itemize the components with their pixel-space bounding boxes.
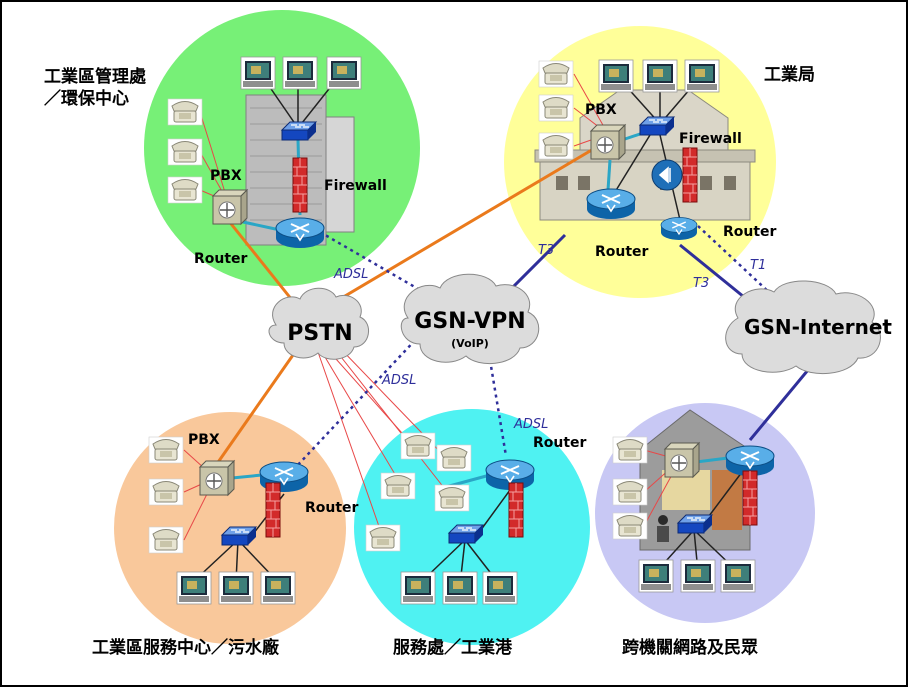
firewall-icon	[508, 482, 524, 538]
adsl-label: ADSL	[381, 373, 416, 388]
phone-icon	[436, 444, 472, 472]
site-label-industrial-zone: 工業區管理處	[44, 66, 147, 87]
person-icon	[657, 515, 669, 542]
gsn-internet-cloud	[725, 280, 881, 375]
router-label: Router	[533, 435, 587, 451]
phone-icon	[538, 132, 574, 160]
firewall-icon	[265, 482, 281, 538]
t3-label: T3	[538, 243, 554, 258]
firewall-label: Firewall	[324, 178, 387, 194]
gsn-internet-label: GSN-Internet	[744, 315, 892, 339]
adsl-label: ADSL	[513, 417, 548, 432]
workstation-icon	[638, 559, 674, 593]
workstation-icon	[282, 56, 318, 90]
site-label-service-center: 工業區服務中心／污水廠	[92, 637, 280, 658]
workstation-icon	[720, 559, 756, 593]
router-icon	[660, 216, 698, 241]
phone-icon	[400, 432, 436, 460]
gsn-vpn-label: GSN-VPN	[414, 309, 525, 334]
firewall-label: Firewall	[679, 131, 742, 147]
gsn-vpn-sublabel: (VoIP)	[451, 337, 489, 350]
phone-icon	[538, 94, 574, 122]
router-label: Router	[194, 251, 248, 267]
workstation-icon	[218, 571, 254, 605]
pbx-icon	[664, 442, 700, 478]
site-label-bureau: 工業局	[764, 64, 815, 85]
phone-icon	[167, 98, 203, 126]
router-label: Router	[305, 500, 359, 516]
phone-icon	[612, 478, 648, 506]
house-icon	[639, 409, 751, 551]
pbx-icon	[590, 124, 626, 160]
workstation-icon	[240, 56, 276, 90]
site-label-service-office: 服務處／工業港	[393, 637, 513, 658]
t3-label: T3	[693, 276, 709, 291]
phone-icon	[538, 60, 574, 88]
site-label-industrial-zone-line2: ／環保中心	[44, 88, 129, 109]
phone-icon	[612, 436, 648, 464]
gsn-vpn-cloud	[400, 273, 540, 365]
pbx-label: PBX	[210, 168, 242, 184]
router-label: Router	[723, 224, 777, 240]
workstation-icon	[400, 571, 436, 605]
pbx-label: PBX	[585, 102, 617, 118]
phone-icon	[148, 436, 184, 464]
pbx-icon	[212, 189, 248, 225]
firewall-icon	[292, 157, 308, 213]
router-icon	[275, 217, 325, 249]
adsl-label: ADSL	[333, 267, 368, 282]
firewall-icon	[742, 470, 758, 526]
workstation-icon	[684, 59, 720, 93]
phone-icon	[612, 512, 648, 540]
phone-icon	[167, 138, 203, 166]
t1-label: T1	[750, 258, 766, 273]
workstation-icon	[598, 59, 634, 93]
router-icon	[586, 188, 636, 220]
firewall-icon	[682, 147, 698, 203]
phone-icon	[434, 484, 470, 512]
workstation-icon	[442, 571, 478, 605]
workstation-icon	[326, 56, 362, 90]
phone-icon	[380, 472, 416, 500]
workstation-icon	[482, 571, 518, 605]
pbx-icon	[199, 460, 235, 496]
site-label-cross-agency: 跨機關網路及民眾	[622, 637, 758, 658]
phone-icon	[148, 478, 184, 506]
workstation-icon	[176, 571, 212, 605]
workstation-icon	[642, 59, 678, 93]
workstation-icon	[260, 571, 296, 605]
pstn-cloud	[268, 287, 369, 360]
phone-icon	[365, 524, 401, 552]
router-label: Router	[595, 244, 649, 260]
phone-icon	[148, 526, 184, 554]
pbx-label: PBX	[188, 432, 220, 448]
workstation-icon	[680, 559, 716, 593]
phone-icon	[167, 176, 203, 204]
pstn-label: PSTN	[287, 321, 352, 346]
